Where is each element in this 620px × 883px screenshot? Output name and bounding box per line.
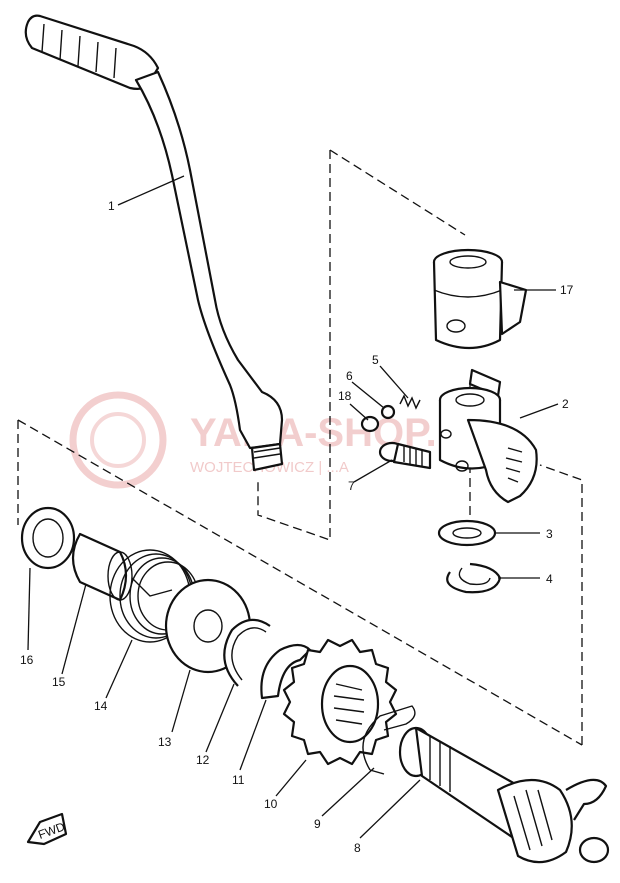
friction-clip [362,705,416,775]
pin [360,415,380,433]
bolt [378,441,432,470]
circlip [446,562,502,594]
callout-13: 13 [158,735,172,749]
callout-12: 12 [196,753,210,767]
oil-seal [20,506,76,570]
callout-17: 17 [560,283,574,297]
callout-numbers: 1 2 3 4 5 6 7 8 9 10 11 12 13 14 15 16 1… [20,199,574,855]
kick-boss [432,248,528,350]
ball [380,404,396,420]
clip-ring [223,618,271,687]
callout-5: 5 [372,353,379,367]
callout-1: 1 [108,199,115,213]
callout-8: 8 [354,841,361,855]
washer [437,519,497,547]
callout-9: 9 [314,817,321,831]
callout-11: 11 [232,773,245,787]
kick-axle [398,726,610,864]
kick-shaft-collar [438,368,538,504]
leader-lines [27,175,559,839]
callout-14: 14 [94,699,108,713]
callout-6: 6 [346,369,353,383]
callout-3: 3 [546,527,553,541]
callout-10: 10 [264,797,278,811]
small-spring [399,394,421,410]
callout-16: 16 [20,653,34,667]
callout-2: 2 [562,397,569,411]
watermark: YAMA-SHOP.PL WOJTECHOWICZ | ...A [69,391,488,489]
clip [260,643,312,700]
kick-gear [282,638,398,766]
callout-18: 18 [338,389,352,403]
callout-15: 15 [52,675,66,689]
watermark-logo [69,391,167,489]
fwd-arrow-icon: FWD [26,812,68,846]
callout-4: 4 [546,572,553,586]
callout-7: 7 [348,479,355,493]
kick-lever [24,14,284,472]
collar [71,532,133,602]
